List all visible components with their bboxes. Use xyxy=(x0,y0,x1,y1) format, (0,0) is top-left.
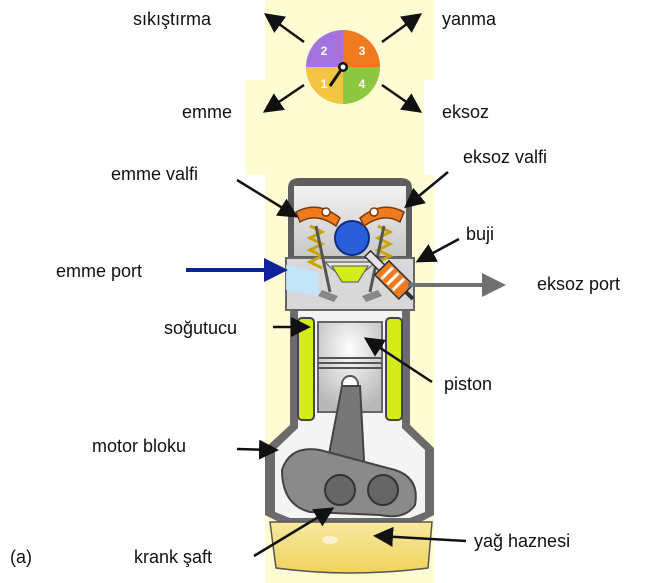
dial-number-3: 3 xyxy=(359,44,366,58)
label-spark-plug: buji xyxy=(466,224,494,244)
label-exhaust-valve: eksoz valfi xyxy=(463,147,547,167)
label-intake-valve: emme valfi xyxy=(111,164,198,184)
label-oil-sump: yağ haznesi xyxy=(474,531,570,551)
label-coolant: soğutucu xyxy=(164,318,237,338)
dial-number-2: 2 xyxy=(321,44,328,58)
label-exhaust-port: eksoz port xyxy=(537,274,620,294)
oil-sump xyxy=(270,522,432,573)
label-piston: piston xyxy=(444,374,492,394)
label-exhaust: eksoz xyxy=(442,102,489,122)
label-intake: emme xyxy=(182,102,232,122)
label-compression: sıkıştırma xyxy=(133,9,212,29)
label-crankshaft: krank şaft xyxy=(134,547,212,567)
dial-number-1: 1 xyxy=(321,77,328,91)
label-engine-block: motor bloku xyxy=(92,436,186,456)
panel-tag: (a) xyxy=(10,547,32,567)
cycle-dial: 2 3 1 4 xyxy=(306,30,380,104)
label-intake-port: emme port xyxy=(56,261,142,281)
label-combustion: yanma xyxy=(442,9,497,29)
dial-number-4: 4 xyxy=(359,77,366,91)
